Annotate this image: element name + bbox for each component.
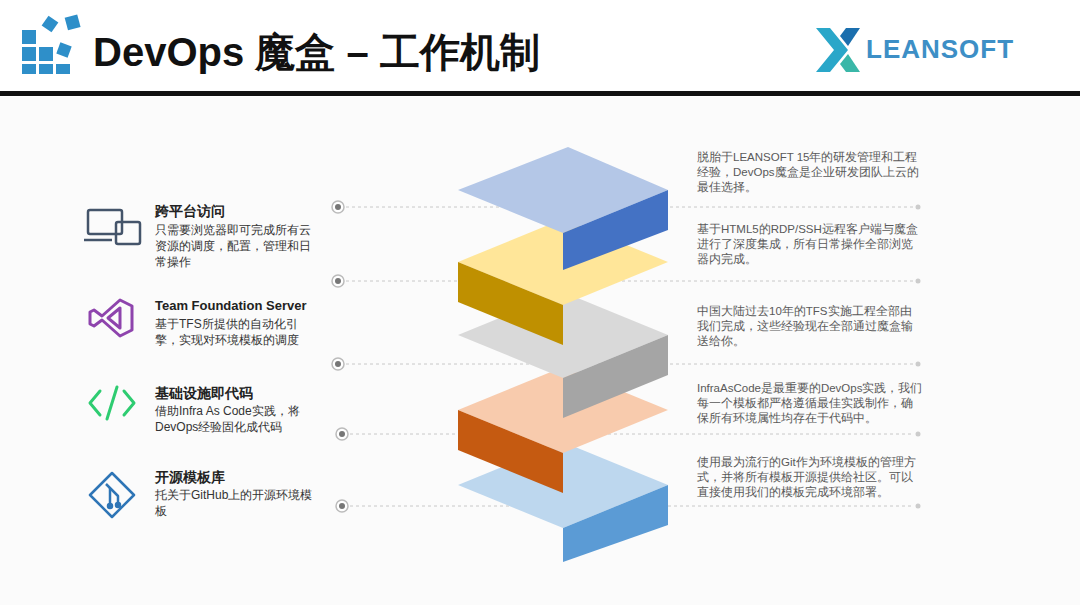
item-heading: 基础设施即代码 [155, 384, 335, 402]
item-heading: 跨平台访问 [155, 202, 335, 220]
item-body: 基于TFS所提供的自动化引擎，实现对环境模板的调度 [155, 316, 313, 348]
code-icon [90, 387, 134, 419]
item-body: 只需要浏览器即可完成所有云资源的调度，配置，管理和日常操作 [155, 222, 313, 270]
title-icon [22, 14, 81, 74]
note-text: InfraAsCode是最重要的DevOps实践，我们每一个模板都严格遵循最佳实… [697, 381, 923, 426]
logo-mark [816, 28, 860, 72]
note-text: 基于HTML5的RDP/SSH远程客户端与魔盒进行了深度集成，所有日常操作全部浏… [697, 222, 923, 267]
git-icon [90, 473, 134, 517]
note-text: 使用最为流行的Git作为环境模板的管理方式，并将所有模板开源提供给社区。可以直接… [697, 455, 923, 500]
vs-icon [90, 300, 132, 336]
item-heading: 开源模板库 [155, 468, 335, 486]
page-title: DevOps 魔盒 – 工作机制 [93, 26, 540, 78]
laptop-icon [84, 210, 140, 244]
item-body: 借助Infra As Code实践，将DevOps经验固化成代码 [155, 403, 313, 435]
item-heading: Team Foundation Server [155, 297, 340, 315]
note-text: 脱胎于LEANSOFT 15年的研发管理和工程经验，DevOps魔盒是企业研发团… [697, 150, 923, 195]
item-body: 托关于GitHub上的开源环境模板 [155, 487, 313, 519]
note-text: 中国大陆过去10年的TFS实施工程全部由我们完成，这些经验现在全部通过魔盒输送给… [697, 304, 923, 349]
content-ground [0, 97, 1080, 605]
header-rule [0, 91, 1080, 96]
logo-text: LEANSOFT [866, 33, 1014, 65]
layer-stack [458, 147, 668, 562]
